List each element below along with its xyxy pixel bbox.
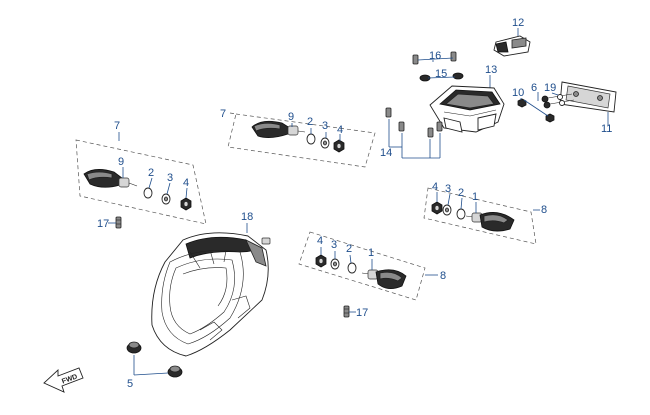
washer-2 (456, 208, 466, 220)
callout-4: 4 (183, 177, 189, 189)
instrument-cluster-assembly: 13 14 16 15 (380, 50, 505, 159)
callout-18: 18 (241, 211, 253, 223)
callout-4: 4 (432, 181, 438, 193)
callout-3: 3 (445, 183, 451, 195)
group-8-right-signal: 8 4 3 2 1 (423, 181, 547, 245)
callout-12: 12 (512, 17, 524, 29)
callout-3: 3 (322, 120, 328, 132)
callout-13: 13 (485, 64, 497, 76)
callout-7: 7 (220, 108, 226, 120)
callout-2: 2 (307, 116, 313, 128)
callout-17: 17 (97, 218, 109, 230)
callout-5: 5 (127, 378, 133, 390)
callout-11: 11 (601, 123, 612, 135)
forward-direction-arrow: FWD (43, 367, 84, 393)
connector-12: 12 (493, 17, 531, 57)
callout-2: 2 (346, 243, 352, 255)
turn-signal-lens (83, 169, 138, 188)
callout-3: 3 (167, 172, 173, 184)
callout-6: 6 (531, 82, 537, 94)
turn-signal-lens (465, 212, 515, 232)
washer-2 (306, 133, 316, 145)
callout-1: 1 (472, 191, 478, 203)
callout-14: 14 (380, 147, 392, 159)
grommet-5: 5 (126, 341, 183, 390)
callout-8: 8 (440, 270, 446, 282)
screw-17-lower: 17 (343, 305, 368, 319)
callout-4: 4 (317, 235, 323, 247)
callout-19: 19 (544, 82, 556, 94)
callout-9: 9 (288, 111, 294, 123)
callout-2: 2 (458, 187, 464, 199)
washer-2 (347, 262, 357, 274)
callout-10: 10 (512, 87, 524, 99)
callout-2: 2 (148, 167, 154, 179)
callout-8: 8 (541, 204, 547, 216)
callout-15: 15 (435, 68, 447, 80)
callout-4: 4 (337, 124, 343, 136)
license-plate-light-assembly: 11 6 19 10 (512, 81, 617, 135)
turn-signal-lens (361, 269, 407, 289)
headlight-assembly: 18 (151, 211, 271, 357)
callout-7: 7 (114, 120, 120, 132)
screw-16 (412, 54, 419, 65)
callout-9: 9 (118, 156, 124, 168)
washer-2 (143, 187, 153, 199)
callout-16: 16 (429, 50, 441, 62)
washer-19 (557, 94, 565, 106)
turn-signal-lens (251, 120, 306, 138)
group-7-upper-signal: 9 2 3 4 7 (220, 108, 376, 168)
callout-17: 17 (356, 307, 368, 319)
screw-17-upper: 17 (97, 216, 122, 230)
callout-1: 1 (368, 247, 374, 259)
group-7-left-signal: 7 9 2 3 4 (75, 120, 207, 225)
screw-14 (385, 107, 443, 138)
group-8-lower-signal: 8 4 3 2 1 (298, 231, 446, 301)
callout-3: 3 (331, 239, 337, 251)
